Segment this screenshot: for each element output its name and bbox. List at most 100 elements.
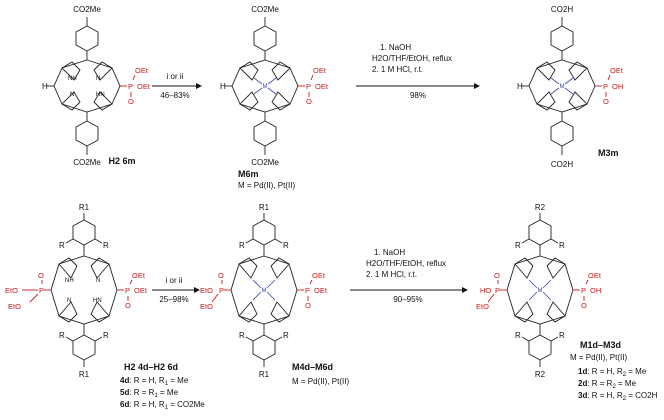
bottom-mesityl-ring [65, 324, 103, 367]
phosphonate-left: P O HO EtO [476, 271, 507, 311]
oet-right: OEt [314, 286, 328, 295]
p-atom: P [125, 286, 130, 295]
compound-m1d-m3d: R2 R R M P O HO EtO [476, 203, 658, 402]
para-substituent: R2 [535, 203, 546, 212]
meso-h-label: H [42, 82, 48, 91]
substituent-legend: 1d: R = H, R2 = Me 2d: R = R2 = Me 3d: R… [578, 367, 658, 402]
top-ester-label: CO2Me [251, 5, 279, 14]
reaction-arrow-1: i or ii 46–83% [152, 72, 202, 100]
top-aryl-ring [550, 17, 574, 60]
compound-m4d-m6d: R1 R R M P O EtO EtO [200, 203, 349, 386]
substituent-legend: 4d: R = H, R1 = Me 5d: R = R1 = Me 6d: R… [120, 376, 205, 411]
metal-center: M [538, 288, 543, 294]
bottom-aryl-ring [253, 112, 277, 155]
ortho-r-right: R [559, 331, 565, 340]
ortho-r-left: R [59, 331, 65, 340]
top-aryl-ring [253, 17, 277, 60]
reaction-arrow-2: 1. NaOH H2O/THF/EtOH, reflux 2. 1 M HCl,… [356, 43, 480, 100]
ho-left: HO [480, 286, 491, 295]
n-label: N [70, 92, 74, 98]
meso-h-label: H [517, 82, 523, 91]
oxo: O [581, 301, 587, 310]
condition-step-1: 1. NaOH [374, 248, 405, 257]
p-atom: P [305, 286, 310, 295]
legend-3d: 3d: R = H, R2 = CO2H [578, 391, 658, 402]
oet-top: OEt [588, 271, 602, 280]
oet-right: OEt [137, 82, 151, 91]
metal-center: M [560, 84, 565, 90]
bottom-ester-label: CO2Me [251, 158, 279, 167]
metal-coordination [252, 279, 276, 301]
legend-6d: 6d: R = H, R1 = CO2Me [120, 400, 205, 411]
meso-h-label: H [220, 82, 226, 91]
ortho-r-right: R [103, 241, 109, 250]
ortho-r-left: R [239, 241, 245, 250]
phosphonate-left: P O EtO EtO [5, 271, 51, 311]
hn-label: HN [96, 92, 105, 98]
metal-note: M = Pd(II), Pt(II) [238, 181, 295, 190]
hn-label: HN [93, 298, 102, 304]
phosphonate-group: P OEt O OEt [298, 66, 329, 106]
p-atom: P [581, 286, 586, 295]
top-mesityl-ring [245, 213, 283, 256]
nh-label: NH [68, 76, 77, 82]
bottom-aryl-ring [75, 112, 99, 155]
top-aryl-ring [75, 17, 99, 60]
condition-step-1: 1. NaOH [380, 43, 411, 52]
compound-label: M3m [598, 148, 619, 158]
oxo: O [603, 97, 609, 106]
ortho-r-right: R [283, 241, 289, 250]
ortho-r-right: R [559, 241, 565, 250]
para-substituent: R1 [259, 203, 270, 212]
bottom-acid-label: CO2H [551, 160, 573, 169]
eto-bottom: EtO [8, 302, 21, 311]
oxo: O [128, 97, 134, 106]
oxo: O [125, 301, 131, 310]
top-ester-label: CO2Me [73, 5, 101, 14]
phosphonate-group: P OEt O OEt [120, 66, 151, 106]
oxo: O [494, 271, 500, 280]
n-label: N [96, 76, 100, 82]
compound-m6m: CO2Me M H P OEt O OEt [220, 5, 329, 190]
oxo: O [306, 97, 312, 106]
condition-step-2: 2. 1 M HCl, r.t. [372, 65, 423, 74]
legend-5d: 5d: R = R1 = Me [120, 388, 179, 399]
compound-label: H2 4d–H2 6d [124, 362, 178, 372]
oet-top: OEt [313, 66, 327, 75]
metal-note: M = Pd(II), Pt(II) [570, 353, 627, 362]
para-substituent: R1 [79, 370, 90, 379]
metal-coordination [253, 77, 277, 95]
bottom-ester-label: CO2Me [73, 158, 101, 167]
oh-right: OH [590, 286, 601, 295]
compound-label: H2 6m [108, 156, 135, 166]
phosphonate-right: P OEt O OEt [297, 271, 328, 310]
nh-label: NH [65, 278, 74, 284]
top-mesityl-ring [521, 213, 559, 256]
compound-h2-6m: CO2Me NH HN N N H P OEt O OEt [42, 5, 151, 167]
reaction-arrow-3: i or ii 25–98% [152, 276, 200, 304]
ortho-r-left: R [515, 241, 521, 250]
ortho-r-right: R [283, 331, 289, 340]
eto-bottom: EtO [200, 302, 213, 311]
oet-top: OEt [132, 271, 146, 280]
condition-solvent: H2O/THF/EtOH, reflux [372, 54, 452, 63]
arrow-conditions: i or ii [167, 72, 184, 81]
para-substituent: R1 [259, 370, 270, 379]
ortho-r-left: R [59, 241, 65, 250]
phosphonate-right: P OEt O OEt [117, 271, 148, 310]
arrow-yield: 98% [410, 91, 426, 100]
arrow-yield: 90–95% [393, 295, 422, 304]
bottom-aryl-ring [550, 112, 574, 155]
oet-right: OEt [134, 286, 148, 295]
top-mesityl-ring [65, 213, 103, 256]
arrow-yield: 25–98% [159, 295, 188, 304]
phosphonate-group: P OEt O OH [595, 66, 624, 106]
oh-right: OH [612, 82, 623, 91]
oet-top: OEt [135, 66, 149, 75]
bottom-mesityl-ring [245, 324, 283, 367]
compound-h2-4d-6d: R1 R R NH HN N N P O EtO EtO [5, 203, 205, 411]
n-label: N [67, 298, 71, 304]
eto-bottom: EtO [476, 302, 489, 311]
